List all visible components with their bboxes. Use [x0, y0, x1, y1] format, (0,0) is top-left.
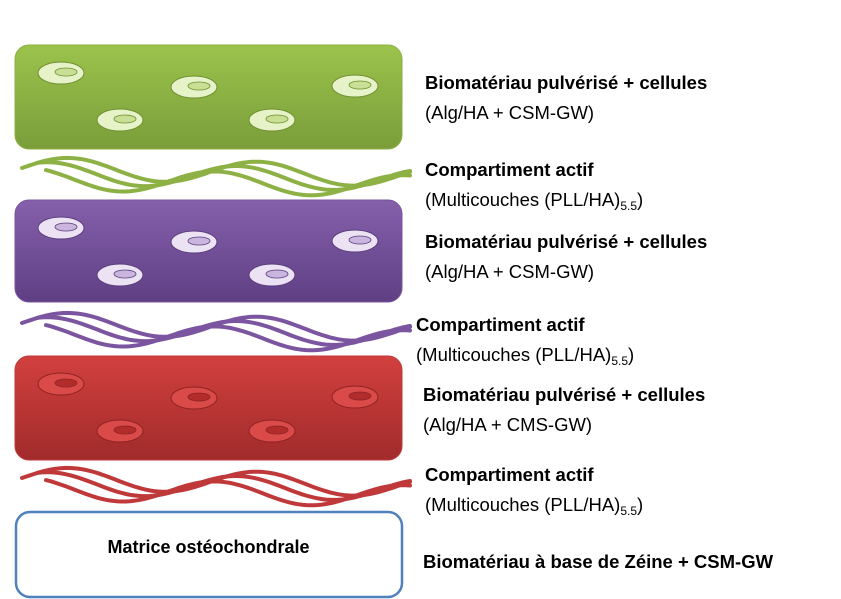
layer-label-3: Biomatériau pulvérisé + cellules (Alg/HA…	[425, 227, 707, 287]
cell-icon	[248, 263, 296, 287]
layer-label-7: Biomatériau à base de Zéine + CSM-GW	[423, 547, 773, 577]
layer-label-5: Biomatériau pulvérisé + cellules (Alg/HA…	[423, 380, 705, 440]
multilayer-wave-icon	[20, 310, 412, 353]
osteochondral-matrix-box	[14, 510, 404, 599]
cell-icon	[96, 419, 144, 443]
matrix-label: Matrice ostéochondrale	[107, 537, 310, 557]
layer-subtitle: (Alg/HA + CSM-GW)	[425, 261, 595, 282]
cell-icon	[331, 229, 379, 253]
cell-icon	[170, 230, 218, 254]
cell-icon	[37, 372, 85, 396]
layer-title: Biomatériau pulvérisé + cellules	[425, 231, 708, 252]
cell-icon	[170, 75, 218, 99]
layer-title: Compartiment actif	[416, 314, 585, 335]
layer-label-4: Compartiment actif (Multicouches (PLL/HA…	[416, 310, 634, 370]
cell-icon	[331, 74, 379, 98]
red-cell-layer	[14, 355, 403, 461]
green-cell-layer	[14, 44, 403, 150]
layer-label-1: Biomatériau pulvérisé + cellules (Alg/HA…	[425, 68, 707, 128]
layer-subtitle: (Multicouches (PLL/HA)5.5)	[425, 494, 644, 518]
multilayer-wave-icon	[20, 465, 412, 508]
cell-icon	[96, 108, 144, 132]
layer-subtitle: (Alg/HA + CSM-GW)	[425, 102, 595, 123]
multilayer-wave-icon	[20, 155, 412, 198]
layer-title: Compartiment actif	[425, 464, 594, 485]
layer-title: Biomatériau à base de Zéine + CSM-GW	[423, 551, 774, 572]
cell-icon	[248, 419, 296, 443]
cell-icon	[248, 108, 296, 132]
layer-title: Compartiment actif	[425, 159, 594, 180]
cell-icon	[96, 263, 144, 287]
layer-label-6: Compartiment actif (Multicouches (PLL/HA…	[425, 460, 643, 520]
cell-icon	[37, 61, 85, 85]
layer-label-2: Compartiment actif (Multicouches (PLL/HA…	[425, 155, 643, 215]
layer-title: Biomatériau pulvérisé + cellules	[423, 384, 706, 405]
cell-icon	[170, 386, 218, 410]
layer-subtitle: (Multicouches (PLL/HA)5.5)	[416, 344, 635, 368]
layer-subtitle: (Multicouches (PLL/HA)5.5)	[425, 189, 644, 213]
cell-icon	[331, 385, 379, 409]
layer-subtitle: (Alg/HA + CMS-GW)	[423, 414, 593, 435]
cell-icon	[37, 216, 85, 240]
layer-title: Biomatériau pulvérisé + cellules	[425, 72, 708, 93]
